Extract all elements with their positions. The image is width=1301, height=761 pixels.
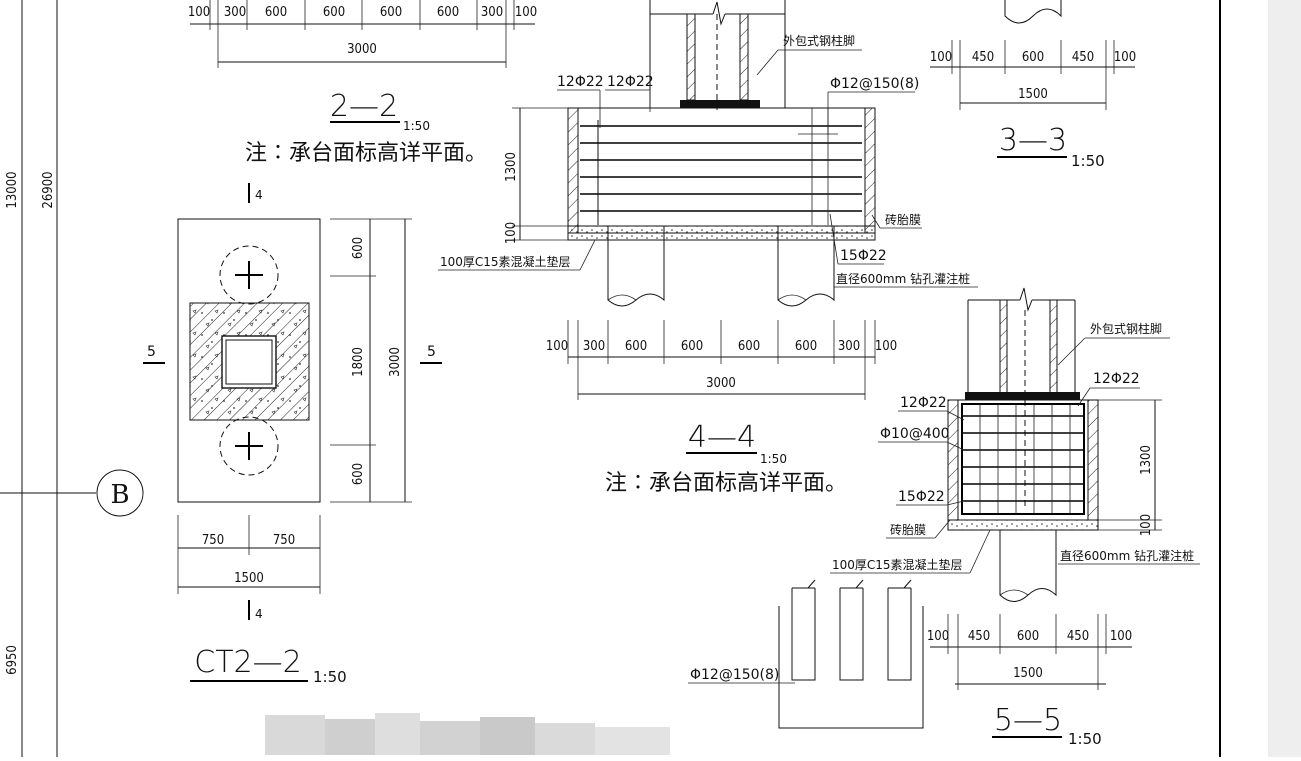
svg-text:600: 600 — [625, 339, 647, 354]
svg-text:600: 600 — [323, 5, 345, 20]
svg-text:100: 100 — [1139, 514, 1154, 536]
plan-title-ct2-2: CT2—2 — [194, 645, 301, 680]
svg-text:直径600mm 钻孔灌注桩: 直径600mm 钻孔灌注桩 — [836, 271, 970, 286]
svg-text:600: 600 — [681, 339, 703, 354]
dim-6950: 6950 — [5, 645, 20, 675]
svg-text:1:50: 1:50 — [1068, 730, 1102, 748]
steel-column — [221, 335, 277, 389]
note-2-2: 注∶承台面标高详平面。 — [245, 141, 487, 166]
svg-text:600: 600 — [1022, 50, 1044, 65]
svg-text:100: 100 — [930, 50, 952, 65]
svg-text:4: 4 — [255, 188, 263, 202]
svg-text:750: 750 — [273, 533, 295, 548]
svg-text:100: 100 — [1114, 50, 1136, 65]
svg-text:450: 450 — [1067, 629, 1089, 644]
section-3-3: 100 450 600 450 100 1500 3—3 1:50 — [930, 0, 1136, 170]
svg-text:15Φ22: 15Φ22 — [840, 248, 887, 264]
svg-text:砖胎膜: 砖胎膜 — [885, 212, 921, 227]
svg-text:Φ10@400: Φ10@400 — [880, 426, 950, 442]
dim-total-4-4: 3000 — [706, 376, 736, 391]
svg-text:12Φ22: 12Φ22 — [1093, 371, 1140, 387]
svg-text:3000: 3000 — [388, 347, 403, 377]
plan-ct2-2: 4 4 5 5 600 1800 600 3000 — [143, 183, 442, 686]
svg-text:1:50: 1:50 — [1071, 152, 1105, 170]
svg-text:100厚C15素混凝土垫层: 100厚C15素混凝土垫层 — [832, 557, 963, 572]
section-5-5: 1300 100 外包式钢柱脚 12Φ22 12Φ22 Φ10@400 15Φ2… — [830, 287, 1200, 748]
svg-text:Φ12@150(8): Φ12@150(8) — [830, 76, 919, 92]
svg-text:600: 600 — [738, 339, 760, 354]
svg-text:1:50: 1:50 — [313, 668, 347, 686]
svg-text:600: 600 — [437, 5, 459, 20]
svg-text:600: 600 — [795, 339, 817, 354]
section-title-5-5: 5—5 — [994, 703, 1062, 738]
svg-text:450: 450 — [1072, 50, 1094, 65]
svg-text:1500: 1500 — [234, 571, 264, 586]
svg-text:450: 450 — [972, 50, 994, 65]
svg-text:1800: 1800 — [351, 347, 366, 377]
svg-text:1:50: 1:50 — [403, 119, 430, 133]
svg-text:600: 600 — [380, 5, 402, 20]
right-gutter — [1268, 0, 1301, 757]
svg-text:12Φ22: 12Φ22 — [900, 395, 947, 411]
svg-text:砖胎膜: 砖胎膜 — [890, 522, 926, 537]
pile-top — [219, 245, 279, 305]
svg-text:100: 100 — [504, 222, 519, 244]
section-4-4: 1300 100 12Φ22 12Φ22 外包式钢柱脚 Φ12@150(8) 砖… — [438, 0, 978, 496]
section-title-2-2: 2—2 — [330, 89, 398, 124]
svg-text:100: 100 — [188, 5, 210, 20]
svg-text:450: 450 — [968, 629, 990, 644]
redacted-title-block — [265, 705, 670, 757]
section-2-2: 100 300 600 600 600 600 300 100 3000 2—2… — [188, 0, 537, 166]
svg-text:100厚C15素混凝土垫层: 100厚C15素混凝土垫层 — [440, 254, 571, 269]
section-title-4-4: 4—4 — [688, 420, 756, 455]
svg-text:100: 100 — [875, 339, 897, 354]
dim-total-5-5: 1500 — [1013, 666, 1043, 681]
svg-text:4: 4 — [255, 607, 263, 621]
svg-text:100: 100 — [1110, 629, 1132, 644]
svg-text:100: 100 — [546, 339, 568, 354]
svg-text:15Φ22: 15Φ22 — [898, 489, 945, 505]
svg-text:5: 5 — [147, 344, 156, 360]
svg-text:外包式钢柱脚: 外包式钢柱脚 — [1090, 321, 1162, 336]
svg-text:600: 600 — [351, 463, 366, 485]
svg-text:600: 600 — [1017, 629, 1039, 644]
svg-text:100: 100 — [515, 5, 537, 20]
grid-axis-bubble — [96, 469, 144, 517]
dim-13000: 13000 — [5, 171, 20, 208]
svg-text:1300: 1300 — [1139, 445, 1154, 475]
svg-text:600: 600 — [351, 237, 366, 259]
dim-total-2-2: 3000 — [347, 42, 377, 57]
svg-text:5: 5 — [427, 344, 436, 360]
dim-total-3-3: 1500 — [1018, 87, 1048, 102]
svg-text:外包式钢柱脚: 外包式钢柱脚 — [783, 33, 855, 48]
svg-text:1:50: 1:50 — [760, 452, 787, 466]
pile-bottom — [219, 416, 279, 476]
svg-text:300: 300 — [583, 339, 605, 354]
cad-canvas: 13000 26900 6950 B 100 300 600 600 600 6… — [0, 0, 1221, 757]
left-axis: 13000 26900 6950 B — [0, 0, 144, 757]
stirrup-detail: Φ12@150(8) — [688, 579, 924, 729]
svg-text:12Φ22: 12Φ22 — [607, 74, 654, 90]
svg-text:750: 750 — [202, 533, 224, 548]
svg-text:12Φ22: 12Φ22 — [557, 74, 604, 90]
svg-text:300: 300 — [838, 339, 860, 354]
svg-text:300: 300 — [224, 5, 246, 20]
svg-text:Φ12@150(8): Φ12@150(8) — [690, 667, 779, 683]
cap-outline — [177, 218, 321, 503]
section-title-3-3: 3—3 — [999, 123, 1067, 158]
svg-text:600: 600 — [265, 5, 287, 20]
cap-section-5-5 — [947, 399, 1099, 521]
svg-text:1300: 1300 — [504, 152, 519, 182]
note-4-4: 注∶承台面标高详平面。 — [605, 471, 847, 496]
svg-text:100: 100 — [927, 629, 949, 644]
grid-axis-label-b: B — [110, 480, 129, 510]
svg-text:直径600mm 钻孔灌注桩: 直径600mm 钻孔灌注桩 — [1060, 548, 1194, 563]
svg-text:300: 300 — [481, 5, 503, 20]
dim-26900: 26900 — [41, 171, 56, 208]
